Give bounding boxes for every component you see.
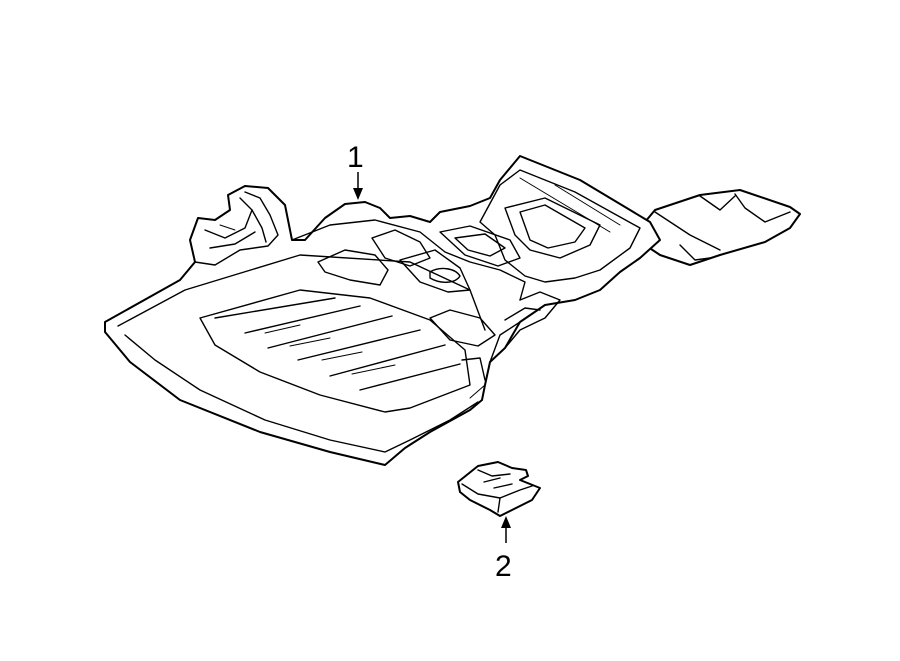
center-tunnel (291, 219, 526, 301)
floor-panel (199, 289, 471, 413)
rear-platform (479, 169, 641, 283)
left-tower-mount (194, 191, 279, 266)
callout-1: 1 (347, 141, 364, 200)
callout-2-arrowhead (501, 516, 511, 528)
part-2-clip (457, 461, 541, 517)
callout-2-label: 2 (495, 550, 512, 583)
shield-rear-extension (639, 189, 801, 266)
callout-2: 2 (495, 516, 512, 583)
part-1-splash-shield (104, 155, 801, 466)
callout-1-label: 1 (347, 141, 364, 174)
shield-main-body (104, 155, 661, 466)
callout-1-arrowhead (353, 188, 363, 200)
